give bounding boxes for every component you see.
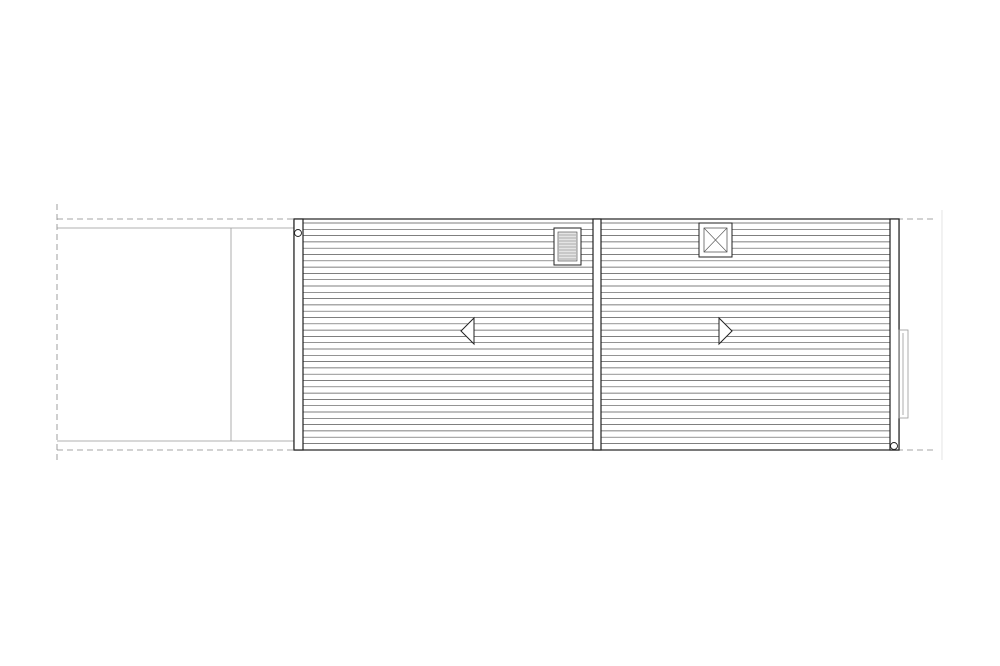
roof-hatch-diagonal xyxy=(703,227,728,253)
ridge-divider xyxy=(592,218,602,451)
rear-yard xyxy=(57,227,294,442)
slope-arrow-left-icon xyxy=(460,316,475,346)
side-element-outer xyxy=(898,329,909,419)
parapet-left xyxy=(293,218,304,451)
drain-icon xyxy=(294,229,302,237)
parapet-right xyxy=(889,218,900,451)
property-lines xyxy=(56,204,943,462)
skylight-glass xyxy=(557,231,578,262)
skylight-hatch xyxy=(559,234,576,260)
skylight xyxy=(553,227,582,266)
side-element xyxy=(898,329,909,419)
drain-icon xyxy=(890,442,898,450)
roof-hatch xyxy=(698,222,733,258)
slope-arrow-right-icon xyxy=(718,316,733,346)
roof-seams xyxy=(303,222,890,444)
